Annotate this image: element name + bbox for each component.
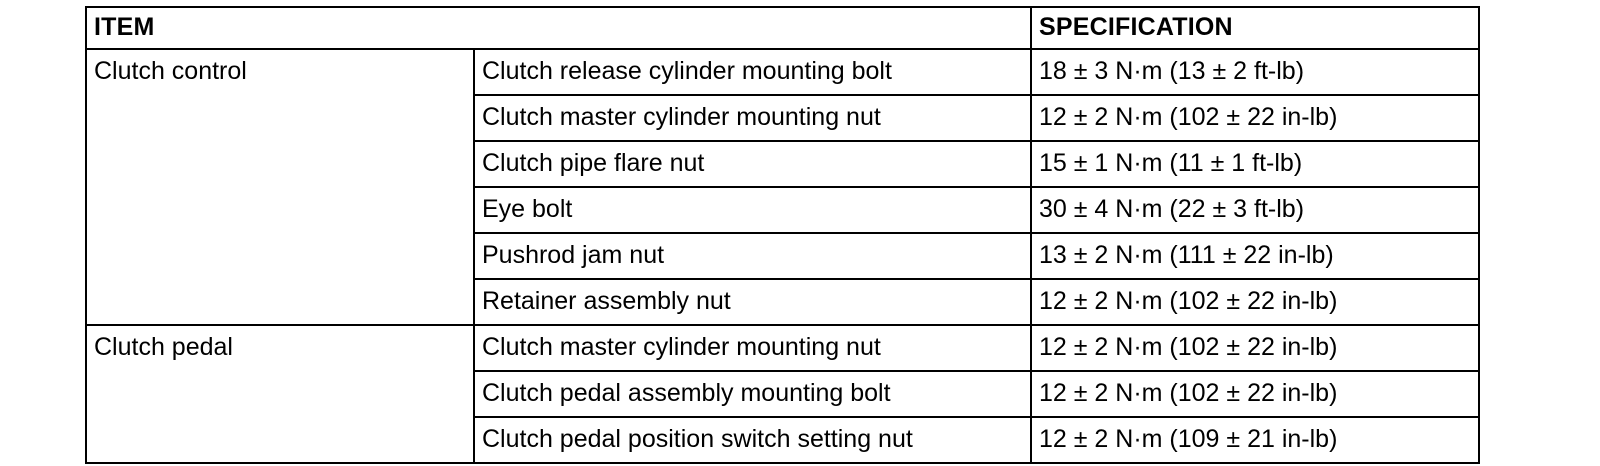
group-label-clutch-pedal: Clutch pedal bbox=[85, 324, 475, 464]
table-row: Clutch master cylinder mounting nut 12 ±… bbox=[86, 94, 1480, 142]
item-specification: 30 ± 4 N·m (22 ± 3 ft-lb) bbox=[1030, 186, 1480, 234]
item-name: Clutch pedal position switch setting nut bbox=[473, 416, 1032, 464]
item-name: Clutch master cylinder mounting nut bbox=[473, 94, 1032, 142]
item-specification: 12 ± 2 N·m (102 ± 22 in-lb) bbox=[1030, 370, 1480, 418]
table-header: ITEM SPECIFICATION bbox=[85, 6, 1480, 50]
item-name: Eye bolt bbox=[473, 186, 1032, 234]
item-name: Clutch release cylinder mounting bolt bbox=[473, 48, 1032, 96]
table-row: Clutch pedal position switch setting nut… bbox=[86, 416, 1480, 464]
column-header-specification: SPECIFICATION bbox=[1030, 6, 1480, 50]
item-specification: 12 ± 2 N·m (102 ± 22 in-lb) bbox=[1030, 324, 1480, 372]
torque-specification-table: ITEM SPECIFICATION Clutch control Clutch… bbox=[85, 6, 1480, 464]
table-header-row: ITEM SPECIFICATION bbox=[85, 6, 1480, 50]
item-name: Clutch master cylinder mounting nut bbox=[473, 324, 1032, 372]
item-specification: 12 ± 2 N·m (102 ± 22 in-lb) bbox=[1030, 94, 1480, 142]
item-name: Pushrod jam nut bbox=[473, 232, 1032, 280]
table-row: Clutch pedal Clutch master cylinder moun… bbox=[85, 324, 1480, 464]
item-specification: 13 ± 2 N·m (111 ± 22 in-lb) bbox=[1030, 232, 1480, 280]
table-row: Retainer assembly nut 12 ± 2 N·m (102 ± … bbox=[86, 278, 1480, 326]
table-row: Clutch control Clutch release cylinder m… bbox=[85, 48, 1480, 326]
item-specification: 15 ± 1 N·m (11 ± 1 ft-lb) bbox=[1030, 140, 1480, 188]
item-specification: 12 ± 2 N·m (109 ± 21 in-lb) bbox=[1030, 416, 1480, 464]
item-name: Retainer assembly nut bbox=[473, 278, 1032, 326]
item-specification: 18 ± 3 N·m (13 ± 2 ft-lb) bbox=[1030, 48, 1480, 96]
table-body: Clutch control Clutch release cylinder m… bbox=[85, 48, 1480, 464]
item-specification: 12 ± 2 N·m (102 ± 22 in-lb) bbox=[1030, 278, 1480, 326]
table-row: Eye bolt 30 ± 4 N·m (22 ± 3 ft-lb) bbox=[86, 186, 1480, 234]
table-row: Clutch pedal assembly mounting bolt 12 ±… bbox=[86, 370, 1480, 418]
column-header-item: ITEM bbox=[85, 6, 1032, 50]
table-row: Clutch pipe flare nut 15 ± 1 N·m (11 ± 1… bbox=[86, 140, 1480, 188]
group-label-clutch-control: Clutch control bbox=[85, 48, 475, 326]
table-row: Pushrod jam nut 13 ± 2 N·m (111 ± 22 in-… bbox=[86, 232, 1480, 280]
item-name: Clutch pedal assembly mounting bolt bbox=[473, 370, 1032, 418]
item-name: Clutch pipe flare nut bbox=[473, 140, 1032, 188]
